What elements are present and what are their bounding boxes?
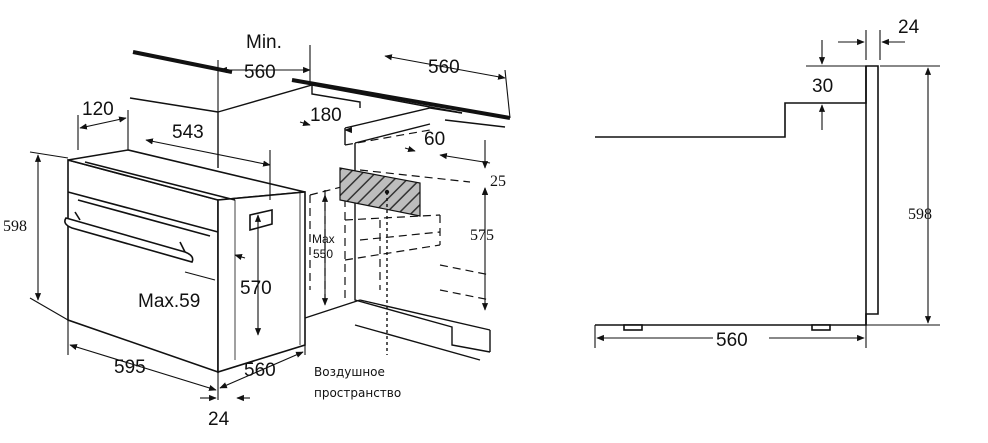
cabinet-outline — [129, 50, 511, 361]
oven-body — [67, 149, 306, 374]
dim-24-bottom: 24 — [208, 409, 230, 430]
air-space-caption-line2: пространство — [314, 386, 401, 400]
hidden-lines — [309, 129, 491, 301]
side-dim-24: 24 — [898, 17, 920, 38]
oven-side-profile — [595, 65, 879, 331]
dim-575: 575 — [470, 227, 494, 244]
door-handle — [64, 211, 194, 263]
dim-60: 60 — [424, 129, 445, 150]
dim-min-width: 560 — [244, 62, 276, 83]
side-dim-598: 598 — [908, 206, 932, 223]
dim-560-bottom: 560 — [244, 360, 276, 381]
right-dimension-labels: 24 30 598 560 — [713, 17, 932, 351]
isometric-installation-view: Min. 560 560 120 543 180 60 25 598 575 M… — [3, 32, 511, 430]
left-dimension-labels: Min. 560 560 120 543 180 60 25 598 575 M… — [3, 32, 506, 430]
dim-570: 570 — [240, 278, 272, 299]
label-min: Min. — [246, 32, 282, 53]
dim-25: 25 — [490, 173, 506, 190]
ventilation-opening — [339, 167, 421, 355]
side-dim-560: 560 — [716, 330, 748, 351]
side-dim-30: 30 — [812, 76, 833, 97]
side-profile-view: 24 30 598 560 — [594, 17, 940, 351]
dimension-lines — [29, 45, 511, 402]
dim-543: 543 — [172, 122, 204, 143]
air-space-caption-line1: Воздушное — [314, 365, 385, 379]
label-max: Max — [312, 232, 335, 246]
dim-180: 180 — [310, 105, 342, 126]
dim-120: 120 — [82, 99, 114, 120]
dim-595: 595 — [114, 357, 146, 378]
dim-cabinet-depth: 560 — [428, 57, 460, 78]
label-max-59: Max.59 — [138, 291, 200, 312]
dim-max-550: 550 — [313, 247, 333, 261]
dim-598: 598 — [3, 218, 27, 235]
